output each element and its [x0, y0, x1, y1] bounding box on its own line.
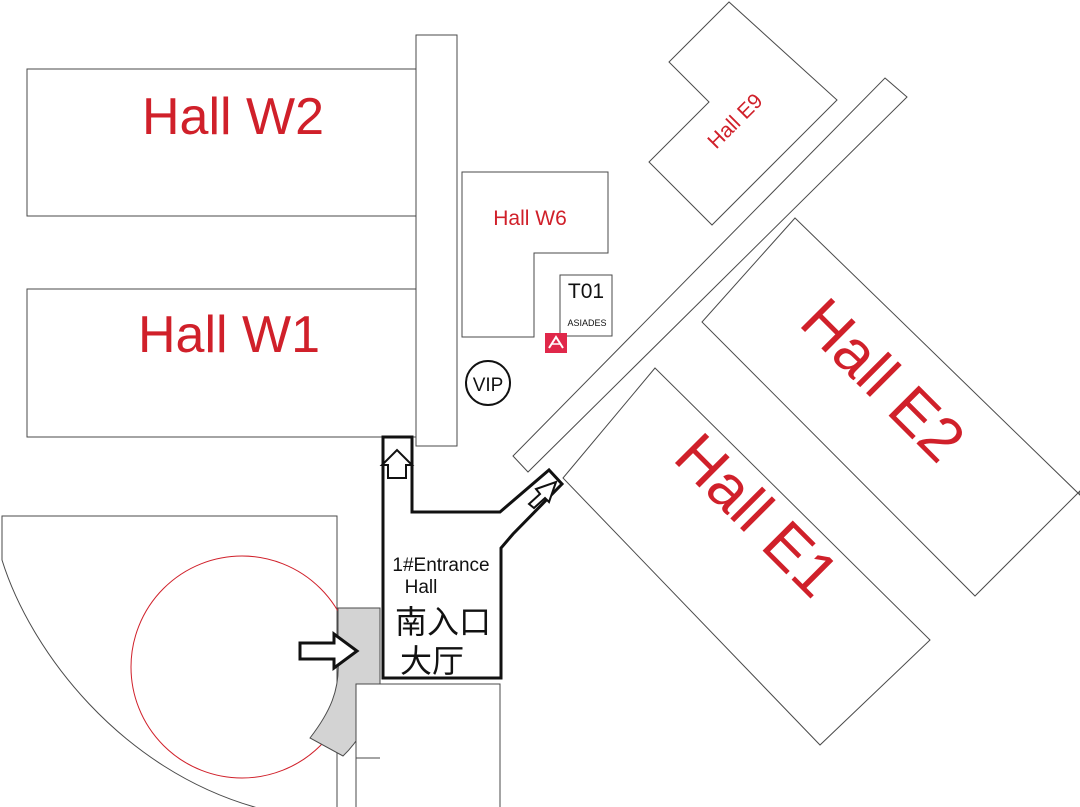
hall-w2-building[interactable]: [26, 68, 420, 217]
hall-e1-building[interactable]: [562, 367, 931, 746]
hall-e9-building[interactable]: [648, 1, 838, 226]
booth-t01-code: T01: [568, 280, 604, 303]
entrance-arrow-icon: [298, 631, 360, 671]
entrance-arrow-icon: [527, 480, 558, 510]
entrance-label-line1: 1#Entrance: [392, 555, 489, 576]
hall-w6-building[interactable]: [461, 171, 609, 338]
west-corridor: [415, 34, 458, 447]
east-corridor: [512, 77, 908, 473]
entrance-arrow-icon: [379, 448, 415, 479]
booth-t01[interactable]: [559, 274, 613, 337]
entrance-cn-line2: 大厅: [400, 642, 464, 680]
asiades-logo-icon: [545, 333, 567, 353]
booth-t01-company: ASIADES: [567, 318, 606, 328]
entrance-cn-line1: 南入口: [395, 603, 491, 641]
hall-w1-label: Hall W1: [138, 306, 320, 364]
hall-e2-building[interactable]: [701, 217, 1080, 597]
hall-w6-label: Hall W6: [493, 207, 567, 230]
entrance-label-line2: Hall: [405, 577, 438, 598]
curved-plaza: [1, 515, 338, 807]
hall-w2-label: Hall W2: [142, 88, 324, 146]
entrance-hall[interactable]: [381, 435, 565, 680]
lower-block: [355, 683, 501, 807]
vip-label: VIP: [473, 375, 504, 396]
vip-marker[interactable]: [465, 360, 511, 406]
